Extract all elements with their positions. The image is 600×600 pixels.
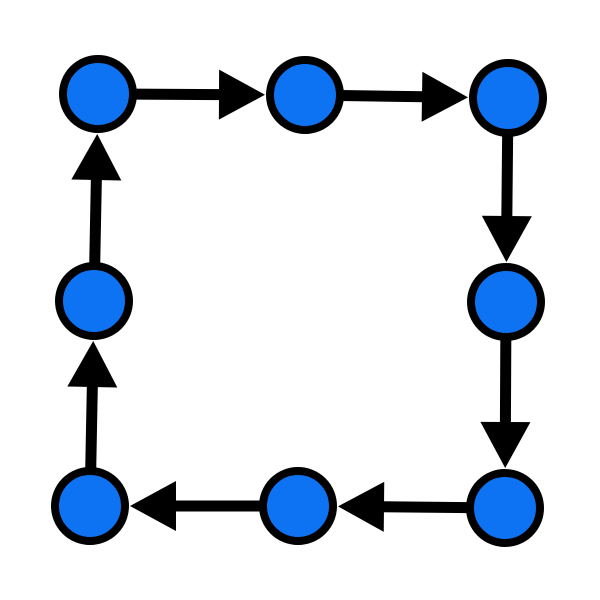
graph-node-top-middle [266,56,344,134]
arrowhead-icon-top-left-to-top-middle [218,69,266,120]
arrowhead-icon-top-right-to-right-middle [481,215,532,263]
edge-line-bottom-left-to-left-middle [85,384,98,471]
graph-node-bottom-middle [259,467,337,545]
arrowhead-icon-right-middle-to-bottom-right [480,421,531,469]
graph-node-top-right [469,59,547,137]
edge-line-top-middle-to-top-right [340,90,425,103]
arrowhead-icon-top-middle-to-top-right [421,71,469,122]
graph-node-bottom-right [466,469,544,547]
arrowhead-icon-bottom-right-to-bottom-middle [337,481,385,532]
arrowhead-icon-left-middle-to-top-left [71,133,122,181]
graph-node-left-middle [55,262,133,340]
edge-line-bottom-right-to-bottom-middle [381,501,470,514]
edge-line-top-right-to-right-middle [501,133,514,219]
arrowhead-icon-bottom-left-to-left-middle [67,340,118,388]
graph-node-bottom-left [51,467,129,545]
arrowhead-icon-bottom-middle-to-bottom-left [130,481,176,531]
edge-line-left-middle-to-top-left [89,177,102,266]
graph-node-top-left [59,55,137,133]
graph-node-right-middle [467,263,545,341]
